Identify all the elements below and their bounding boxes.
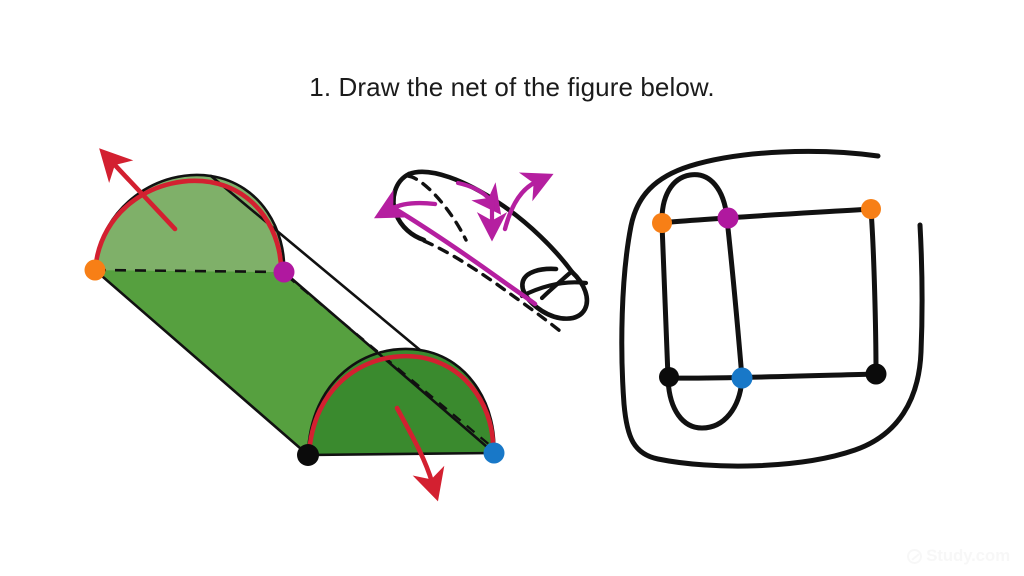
net-vertex-orange-left [652,213,672,233]
study-circle-icon [907,548,923,564]
watermark: Study.com [907,546,1010,566]
net-rectangle-right-edge [868,207,879,376]
net-vertex-black-right [865,363,887,385]
net-rectangle-left-edge [659,221,671,380]
face-front-semicircle [308,348,495,455]
edge-hidden-back-to-front [286,275,498,452]
arrow-sketch-right-unfold [502,172,554,232]
arrow-sketch-middle-unfold [455,180,502,215]
vertex-orange [84,259,106,281]
vertex-purple [273,261,295,283]
sketch-magenta-edge [389,204,538,307]
net-rectangle-bottom-edge [665,371,879,381]
sketch-cap-right [520,266,590,321]
net-bottom-flap [665,375,745,431]
edge-top-long [209,174,422,352]
net-fold-line [724,216,745,381]
sketch-cap-left-inner [406,174,468,242]
page-title: 1. Draw the net of the figure below. [309,72,715,102]
net-top-flap [659,172,730,227]
arrow-unfold-front-face [394,405,445,502]
edge-bottom-front [306,451,496,457]
red-arc-front-semicircle [306,353,496,459]
vertex-black [297,444,319,466]
net-diagram [619,148,925,469]
edge-left-long [93,268,310,457]
sketch-cap-right-radius [539,269,574,301]
net-vertex-blue [731,367,753,389]
net-vertex-orange-right [861,199,881,219]
face-back-semicircle [95,174,285,272]
vertex-blue [483,442,505,464]
solid-half-cylinder-prism [84,148,505,502]
sketch-edge-bottom [422,239,562,333]
red-arc-back-semicircle [92,178,284,275]
net-rectangle-top-edge [657,206,874,226]
net-vertex-black-left [659,367,679,387]
net-vertex-purple [717,207,739,229]
sketch-half-cylinder [373,169,590,333]
arrow-sketch-left-unfold [373,189,438,219]
watermark-brand: Study.com [926,546,1010,565]
net-outer-boundary [619,148,925,469]
arrow-unfold-back-face [99,148,178,232]
sketch-cap-right-diameter [519,280,589,299]
